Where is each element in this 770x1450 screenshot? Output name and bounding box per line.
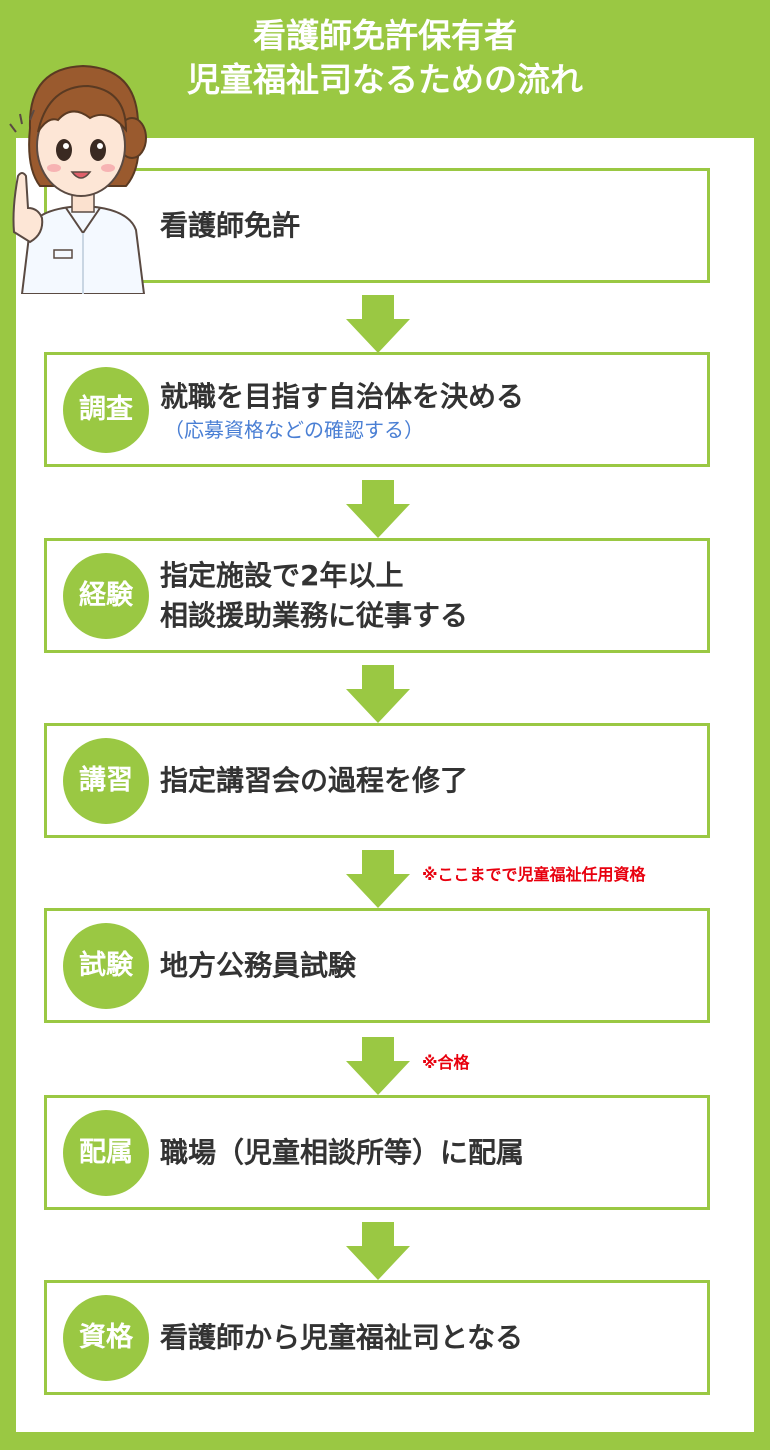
step-5-main: 地方公務員試験 [160,948,357,982]
page-title: 看護師免許保有者 児童福祉司なるための流れ [0,14,770,102]
step-3-text: 指定施設で2年以上 相談援助業務に従事する [160,541,697,650]
title-line-2: 児童福祉司なるための流れ [187,60,583,99]
step-7-box: 資格 看護師から児童福祉司となる [44,1280,710,1395]
pass-note: ※合格 [422,1053,470,1072]
step-4-badge: 講習 [63,737,149,824]
step-2-sub: （応募資格などの確認する） [164,417,424,442]
step-2-text: 就職を目指す自治体を決める （応募資格などの確認する） [160,355,697,464]
step-5-badge: 試験 [63,922,149,1009]
step-4-box: 講習 指定講習会の過程を修了 [44,723,710,838]
title-line-1: 看護師免許保有者 [253,16,517,55]
step-2-badge: 調査 [63,366,149,453]
step-3-box: 経験 指定施設で2年以上 相談援助業務に従事する [44,538,710,653]
step-4-text: 指定講習会の過程を修了 [160,726,697,835]
step-6-box: 配属 職場（児童相談所等）に配属 [44,1095,710,1210]
down-arrow-icon [346,295,410,353]
step-6-text: 職場（児童相談所等）に配属 [160,1098,697,1207]
step-5-text: 地方公務員試験 [160,911,697,1020]
nurse-character-illustration [9,64,147,294]
down-arrow-icon [346,1222,410,1280]
step-4-main: 指定講習会の過程を修了 [160,763,469,797]
step-7-badge: 資格 [63,1294,149,1381]
qualification-note: ※ここまでで児童福祉任用資格 [422,865,646,884]
step-6-badge: 配属 [63,1109,149,1196]
step-1-text: 看護師免許 [160,171,697,280]
down-arrow-icon [346,850,410,908]
step-7-main: 看護師から児童福祉司となる [160,1320,524,1354]
step-3-main-2: 相談援助業務に従事する [160,598,469,632]
down-arrow-icon [346,480,410,538]
step-3-main: 指定施設で2年以上 [160,558,404,592]
step-2-main: 就職を目指す自治体を決める [160,379,525,413]
down-arrow-icon [346,665,410,723]
step-1-box: 看護師免許 [44,168,710,283]
step-7-text: 看護師から児童福祉司となる [160,1283,697,1392]
step-2-box: 調査 就職を目指す自治体を決める （応募資格などの確認する） [44,352,710,467]
step-5-box: 試験 地方公務員試験 [44,908,710,1023]
down-arrow-icon [346,1037,410,1095]
step-6-main: 職場（児童相談所等）に配属 [160,1135,525,1169]
step-3-badge: 経験 [63,552,149,639]
step-1-main: 看護師免許 [160,208,301,242]
